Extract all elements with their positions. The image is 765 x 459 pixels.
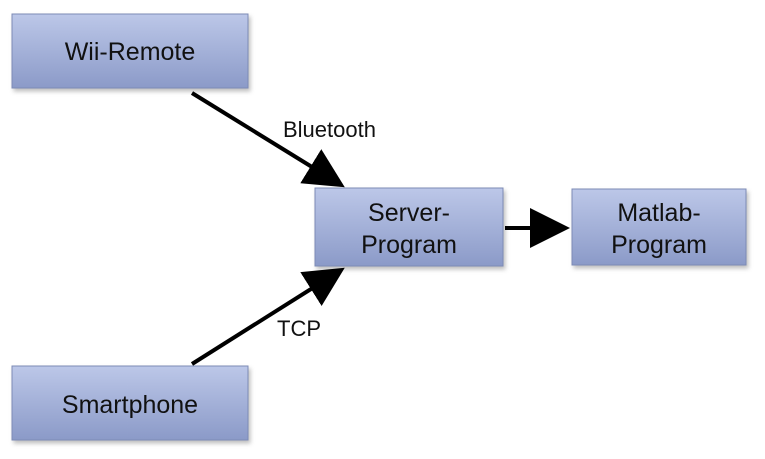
node-matlab-program: Matlab- Program: [571, 188, 747, 266]
edge-phone-to-server: TCP: [190, 267, 345, 366]
node-label-server-line2: Program: [361, 231, 457, 259]
node-label-smartphone: Smartphone: [62, 391, 198, 419]
edge-label-tcp: TCP: [277, 316, 321, 341]
node-label-matlab-line1: Matlab-: [617, 199, 700, 227]
node-wii-remote: Wii-Remote: [11, 13, 249, 89]
node-box: [314, 187, 504, 267]
node-box: [11, 365, 249, 441]
node-box: [11, 13, 249, 89]
node-label-server-line1: Server-: [368, 199, 450, 227]
node-label-wii-remote: Wii-Remote: [65, 38, 196, 66]
edge-label-bluetooth: Bluetooth: [283, 117, 376, 142]
node-label-matlab-line2: Program: [611, 231, 707, 259]
arrow-wii-to-server: [190, 91, 345, 188]
node-box: [571, 188, 747, 266]
edge-wii-to-server: Bluetooth: [190, 91, 376, 188]
arrow-phone-to-server: [190, 267, 345, 366]
node-server-program: Server- Program: [314, 187, 504, 267]
node-smartphone: Smartphone: [11, 365, 249, 441]
